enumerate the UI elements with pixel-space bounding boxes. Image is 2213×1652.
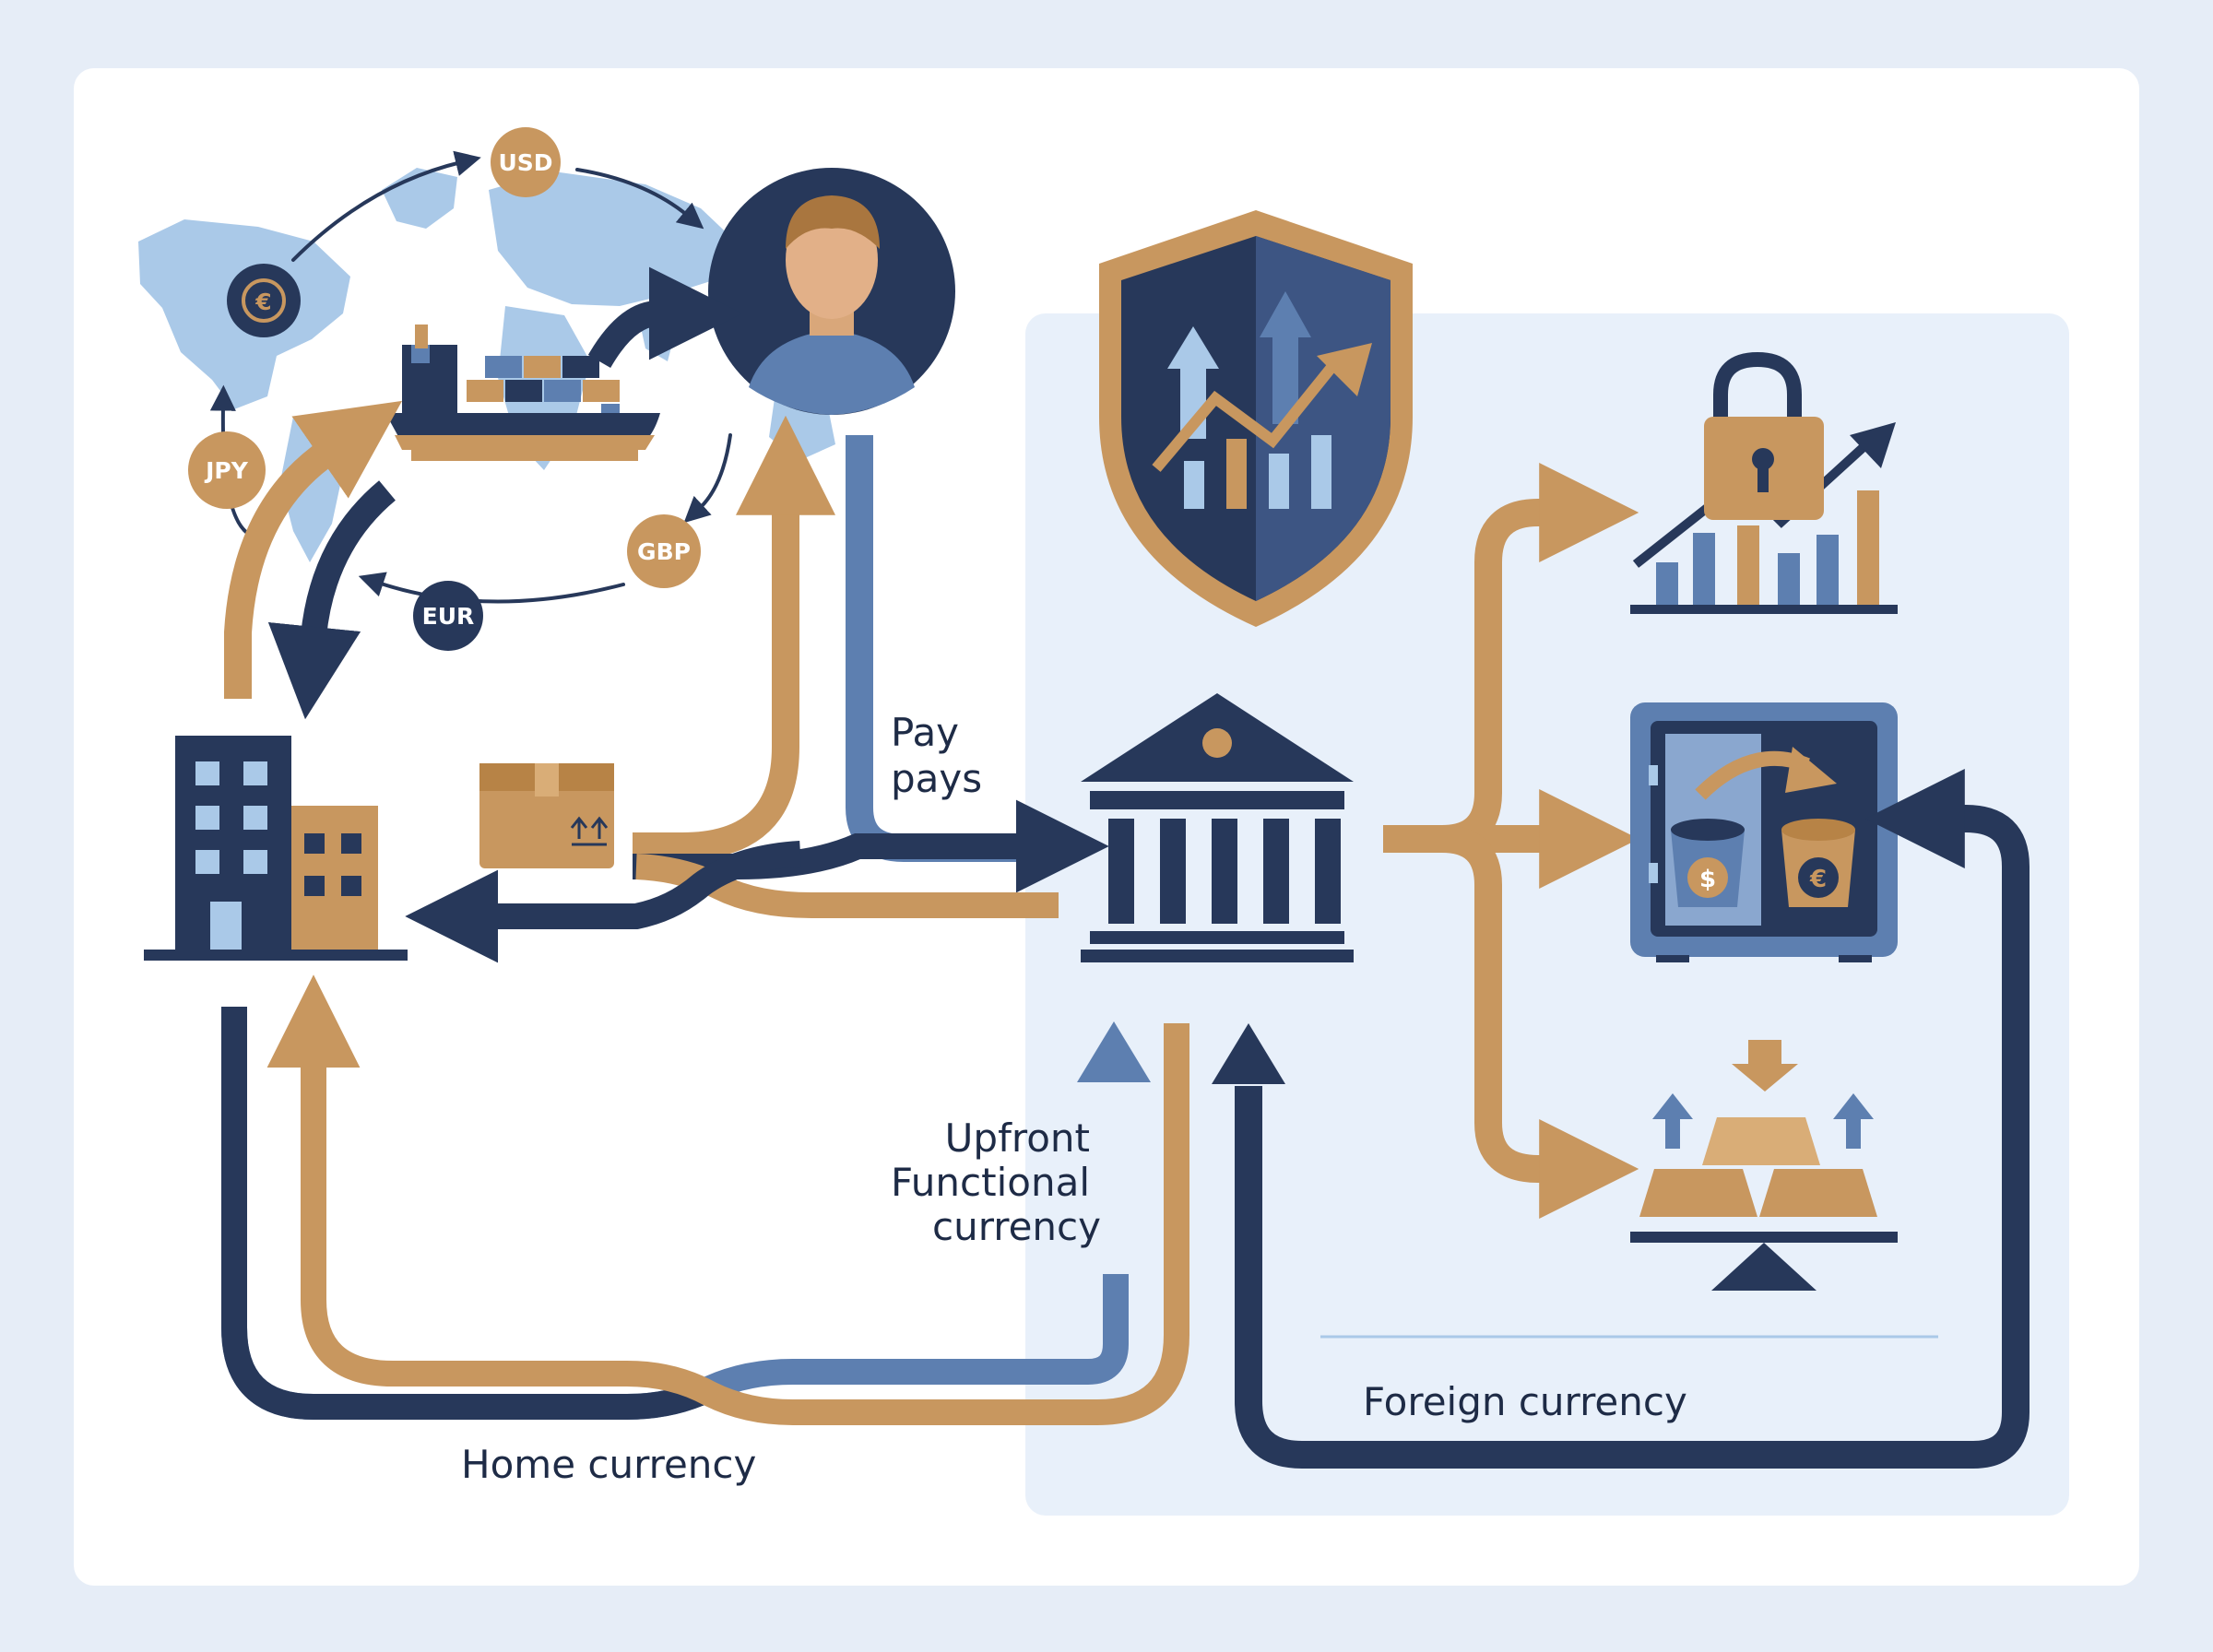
gold-bars-icon: [1630, 1040, 1898, 1291]
foreign-currency-label: Foreign currency: [1363, 1379, 1687, 1424]
foreign-up-navy-arrowhead: [1212, 1023, 1285, 1084]
upfront-label: Upfront: [944, 1115, 1090, 1161]
pay-up-gold-arrow: [633, 415, 835, 860]
home-currency-gold-loop: [266, 974, 1189, 1425]
building-up-gold-arrow: [224, 400, 403, 699]
jpy-badge: JPY: [188, 431, 266, 509]
usd-badge: USD: [491, 127, 561, 197]
euro-coin-symbol: €: [254, 289, 271, 315]
euro-coin-badge: €: [227, 264, 301, 337]
cargo-ship-icon: [385, 324, 660, 461]
ship-to-person-arrow: [587, 266, 742, 369]
usd-badge-label: USD: [498, 149, 552, 176]
foreign-currency-navy-loop: [1235, 769, 2030, 1469]
pays-label: pays: [891, 756, 983, 801]
gbp-badge: GBP: [627, 514, 701, 588]
safe-exchange-icon: $ €: [1630, 702, 1898, 962]
jpy-badge-label: JPY: [204, 457, 249, 484]
eur-badge-label: EUR: [422, 603, 475, 630]
home-currency-label: Home currency: [461, 1442, 757, 1487]
gbp-badge-label: GBP: [637, 538, 691, 565]
eur-badge: EUR: [413, 581, 483, 651]
dollar-symbol: $: [1699, 866, 1716, 893]
currency-label: currency: [932, 1204, 1101, 1249]
shield-growth-icon: [1099, 210, 1413, 627]
package-box-icon: [479, 763, 614, 868]
home-currency-navy-left: [221, 1007, 716, 1420]
bank-icon: [1081, 693, 1354, 962]
pay-label: Pay: [891, 710, 960, 755]
lock-chart-icon: [1630, 351, 1898, 614]
ship-down-navy-arrow: [267, 480, 396, 720]
person-avatar-icon: [708, 168, 955, 415]
functional-label: Functional: [890, 1160, 1090, 1205]
euro-symbol: €: [1809, 866, 1827, 893]
branch-arrows: [1383, 463, 1639, 1219]
office-building-icon: [144, 736, 408, 961]
to-building-navy-arrow: [405, 841, 801, 963]
up-triangle-blue: [1077, 1021, 1151, 1082]
